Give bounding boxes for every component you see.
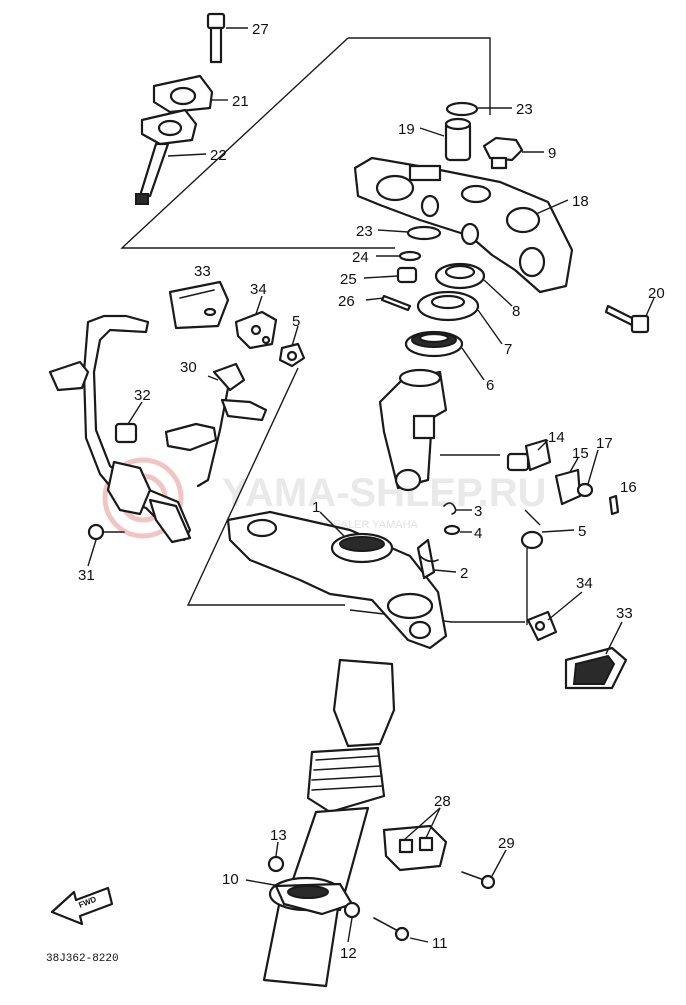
part-34-bracket-left (234, 310, 278, 350)
callout-22: 22 (210, 147, 227, 164)
callout-15: 15 (572, 445, 589, 462)
part-24-ring (398, 250, 422, 262)
part-11-bolt (373, 917, 410, 942)
callout-25: 25 (340, 271, 357, 288)
part-29-bolt (461, 871, 496, 890)
callout-24: 24 (352, 249, 369, 266)
part-5-nut-right (520, 530, 544, 550)
callout-17: 17 (596, 435, 613, 452)
callout-10: 10 (222, 871, 239, 888)
callout-9: 9 (548, 145, 556, 162)
part-1-lower-bracket (226, 510, 448, 650)
part-17-nut (576, 482, 594, 498)
part-15-plate (554, 468, 582, 506)
part-10-fork-bottom (268, 876, 354, 916)
part-30-bracket (164, 362, 268, 488)
part-31-bolt (87, 523, 125, 541)
callout-23-lower: 23 (356, 223, 373, 240)
fwd-arrow-icon: FWD (50, 886, 114, 926)
callout-14: 14 (548, 429, 565, 446)
assembly-outlines (120, 37, 541, 771)
callout-8: 8 (512, 303, 520, 320)
headlight-stay (48, 314, 192, 544)
part-16-screw (608, 494, 620, 516)
part-20-bolt (604, 304, 650, 334)
callout-16: 16 (620, 479, 637, 496)
callout-33-right: 33 (616, 605, 633, 622)
drawing-code: 38J362-8220 (46, 953, 119, 965)
callout-labels: 27 21 22 23 19 9 18 23 24 25 26 8 7 6 20… (78, 21, 665, 962)
part-28-bracket (382, 824, 448, 872)
callout-13: 13 (270, 827, 287, 844)
callout-12: 12 (340, 945, 357, 962)
part-23-washer (445, 101, 479, 117)
part-25-cap (396, 266, 418, 284)
callout-6: 6 (486, 377, 494, 394)
callout-7: 7 (504, 341, 512, 358)
part-6-bearing (404, 330, 464, 358)
part-7-bearing-cover (416, 290, 480, 322)
part-33-reflector-left (168, 280, 230, 330)
callout-5-right: 5 (578, 523, 586, 540)
part-2-bracket (416, 538, 439, 580)
part-23-lower-washer (406, 225, 442, 241)
callout-32: 32 (134, 387, 151, 404)
callout-1: 1 (312, 499, 320, 516)
callout-2: 2 (460, 565, 468, 582)
callout-34-right: 34 (576, 575, 593, 592)
part-27-bolt (206, 12, 226, 64)
part-3-clip (443, 502, 457, 515)
part-33-reflector-right (564, 646, 628, 690)
part-8-ring-nut (434, 262, 486, 290)
part-22-lower-clamp (135, 108, 198, 205)
part-18-upper-bracket (353, 156, 574, 294)
callout-18: 18 (572, 193, 589, 210)
part-13-nut (267, 855, 285, 873)
callout-27: 27 (252, 21, 269, 38)
part-1-steering-stem (378, 368, 448, 492)
part-32-clip (114, 422, 138, 444)
part-4-spacer (443, 524, 461, 536)
part-9-steering-nut (482, 136, 524, 170)
part-21-upper-clamp (152, 74, 214, 114)
callout-11: 11 (432, 935, 448, 952)
callout-29: 29 (498, 835, 515, 852)
part-12-nut (343, 901, 361, 919)
callout-5-left: 5 (292, 313, 300, 330)
callout-19: 19 (398, 121, 415, 138)
callout-31: 31 (78, 567, 95, 584)
callout-20: 20 (648, 285, 665, 302)
callout-30: 30 (180, 359, 197, 376)
callout-26: 26 (338, 293, 355, 310)
callout-33-left: 33 (194, 263, 211, 280)
callout-leaders (87, 27, 655, 943)
callout-34-left: 34 (250, 281, 267, 298)
part-19-collar (444, 117, 472, 162)
callout-23-top: 23 (516, 101, 533, 118)
part-5-nut-left (278, 342, 306, 368)
watermark-text: YAMA-SHLEP.RU (222, 471, 547, 515)
callout-21: 21 (232, 93, 249, 110)
callout-28: 28 (434, 793, 451, 810)
part-14-sensor (506, 438, 552, 472)
fork-tube (262, 658, 396, 988)
part-26-pin (380, 294, 412, 312)
callout-3: 3 (474, 503, 482, 520)
callout-4: 4 (474, 525, 482, 542)
